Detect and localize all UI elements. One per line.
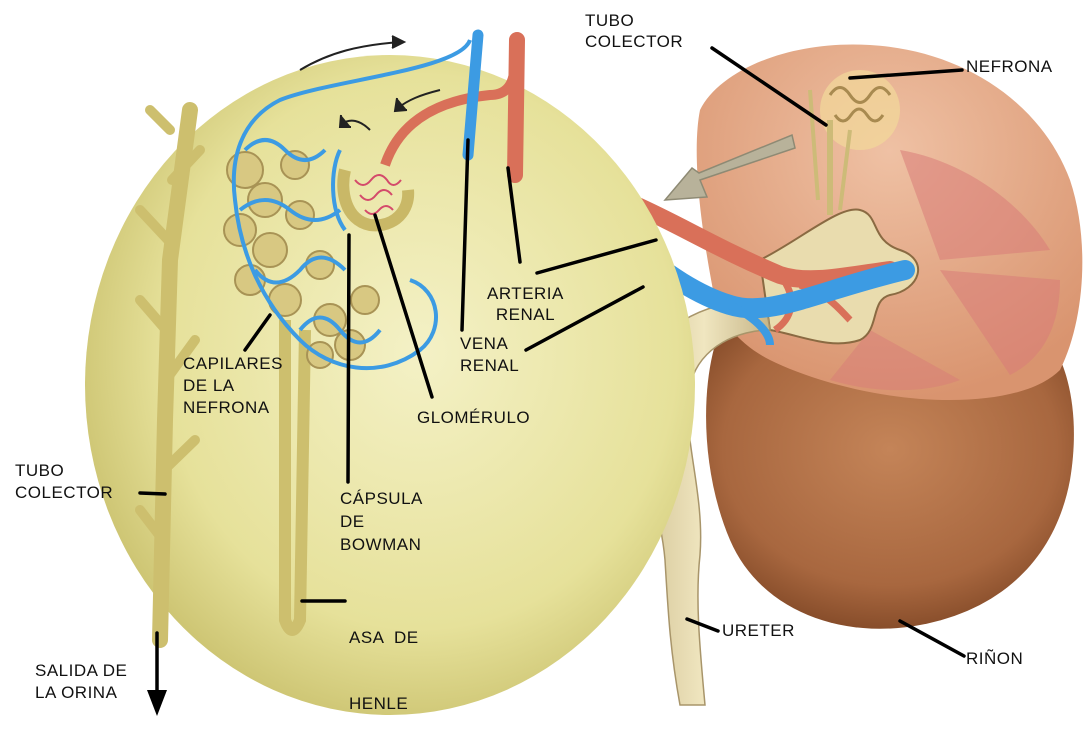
label-glomerulo: GLOMÉRULO [417,407,530,428]
label-line: VENA [460,333,519,355]
label-line: NEFRONA [183,397,283,419]
label-tubo-colector-top: TUBO COLECTOR [585,10,683,52]
label-line: HENLE [349,693,419,715]
label-capilares: CAPILARES DE LA NEFRONA [183,353,283,419]
label-tubo-colector-left: TUBO COLECTOR [15,460,113,504]
leader-capsula [348,235,349,482]
label-line: CÁPSULA [340,487,423,510]
label-line: ASA DE [349,627,419,649]
label-salida: SALIDA DE LA ORINA [35,660,127,704]
label-line: TUBO [15,460,113,482]
label-line: TUBO [585,10,683,31]
label-line: CAPILARES [183,353,283,375]
label-vena-renal: VENA RENAL [460,333,519,377]
label-line: RENAL [460,355,519,377]
label-ureter: URETER [722,620,795,641]
label-rinon: RIÑON [966,648,1023,669]
nephron-kidney-diagram [0,0,1085,720]
salida-arrow-head [147,690,167,716]
label-line: DE [340,510,423,533]
label-arteria-renal: ARTERIA RENAL [487,283,564,325]
label-line: COLECTOR [15,482,113,504]
label-capsula: CÁPSULA DE BOWMAN [340,487,423,556]
label-line: LA ORINA [35,682,127,704]
label-line: SALIDA DE [35,660,127,682]
artery-vessel [515,40,517,175]
kidney [697,44,1083,628]
leader-tubo-colector-left [140,493,165,494]
label-line: RENAL [487,304,564,325]
leader-rinon [900,621,964,656]
label-asa-henle: ASA DE HENLE [349,583,419,737]
label-line: BOWMAN [340,533,423,556]
label-line: COLECTOR [585,31,683,52]
label-line: DE LA [183,375,283,397]
label-nefrona: NEFRONA [966,56,1053,77]
label-line: ARTERIA [487,283,564,304]
